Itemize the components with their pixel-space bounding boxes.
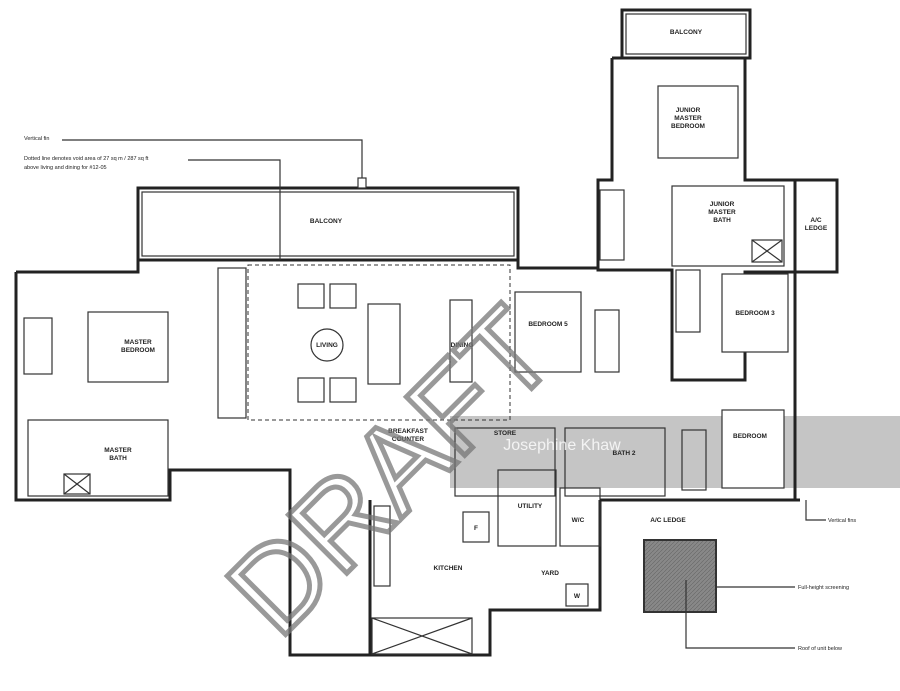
- note-dotted-line-2: above living and dining for #12-05: [24, 165, 107, 171]
- label-master-bedroom: BEDROOM: [121, 347, 155, 354]
- label-balcony-main: BALCONY: [310, 218, 343, 225]
- label-breakfast-counter: COUNTER: [392, 436, 424, 443]
- label-junior-master-bath: MASTER: [708, 209, 736, 216]
- wall-kitchen: [368, 500, 602, 657]
- label-junior-master-bedroom: BEDROOM: [671, 123, 705, 130]
- label-master-bedroom: MASTER: [124, 339, 152, 346]
- void-dotted-line: [247, 264, 511, 421]
- wc-room: [559, 487, 601, 547]
- living-furniture: [297, 283, 473, 403]
- label-bedroom: BEDROOM: [733, 433, 767, 440]
- label-fridge: F: [474, 525, 478, 532]
- label-living: LIVING: [316, 342, 338, 349]
- master-bath-area: [27, 419, 169, 497]
- utility-room: [497, 469, 557, 547]
- agent-watermark: Josephine Khaw: [503, 437, 621, 454]
- bedroom-5-bed: [514, 291, 582, 373]
- label-master-bath: MASTER: [104, 447, 132, 454]
- bedroom-bed: [721, 409, 785, 489]
- bedroom-3-bed: [721, 273, 789, 353]
- note-dotted-line-1: Dotted line denotes void area of 27 sq m…: [24, 156, 149, 162]
- store-area: [454, 427, 556, 497]
- label-junior-master-bedroom: JUNIOR: [676, 107, 701, 114]
- label-ac-ledge-right: A/C: [810, 217, 822, 224]
- washer: [565, 583, 589, 607]
- annotation-leaders: [62, 139, 826, 649]
- label-dining: DINING: [451, 342, 474, 349]
- label-kitchen: KITCHEN: [434, 565, 463, 572]
- junior-master-bath-area: [671, 185, 785, 267]
- note-full-height-screening: Full-height screening: [798, 585, 849, 591]
- label-junior-master-bath: BATH: [713, 217, 731, 224]
- label-store: STORE: [494, 430, 517, 437]
- ac-ledge-right: [793, 178, 839, 274]
- note-vertical-fin: Vertical fin: [24, 136, 49, 142]
- wardrobe: [217, 267, 247, 419]
- label-bedroom-3: BEDROOM 3: [735, 310, 775, 317]
- label-master-bath: BATH: [109, 455, 127, 462]
- label-wc: W/C: [572, 517, 585, 524]
- note-vertical-fins: Vertical fins: [828, 518, 856, 524]
- fridge: [462, 511, 490, 543]
- label-breakfast-counter: BREAKFAST: [388, 428, 428, 435]
- note-roof-of-unit-below: Roof of unit below: [798, 646, 842, 652]
- label-yard: YARD: [541, 570, 559, 577]
- roof-of-unit-below: [643, 539, 717, 613]
- label-balcony-top: BALCONY: [670, 29, 703, 36]
- wall-main: [16, 258, 797, 502]
- wall-left: [14, 272, 370, 657]
- label-washer: W: [574, 593, 581, 600]
- junior-master-bed: [657, 85, 739, 159]
- label-utility: UTILITY: [518, 503, 543, 510]
- master-bed: [87, 311, 169, 383]
- label-ac-ledge-right: LEDGE: [805, 225, 828, 232]
- bath-2-area: [564, 427, 666, 497]
- label-junior-master-bath: JUNIOR: [710, 201, 735, 208]
- label-junior-master-bedroom: MASTER: [674, 115, 702, 122]
- label-ac-ledge-bottom: A/C LEDGE: [650, 517, 686, 524]
- label-bedroom-5: BEDROOM 5: [528, 321, 568, 328]
- label-bath-2: BATH 2: [613, 450, 636, 457]
